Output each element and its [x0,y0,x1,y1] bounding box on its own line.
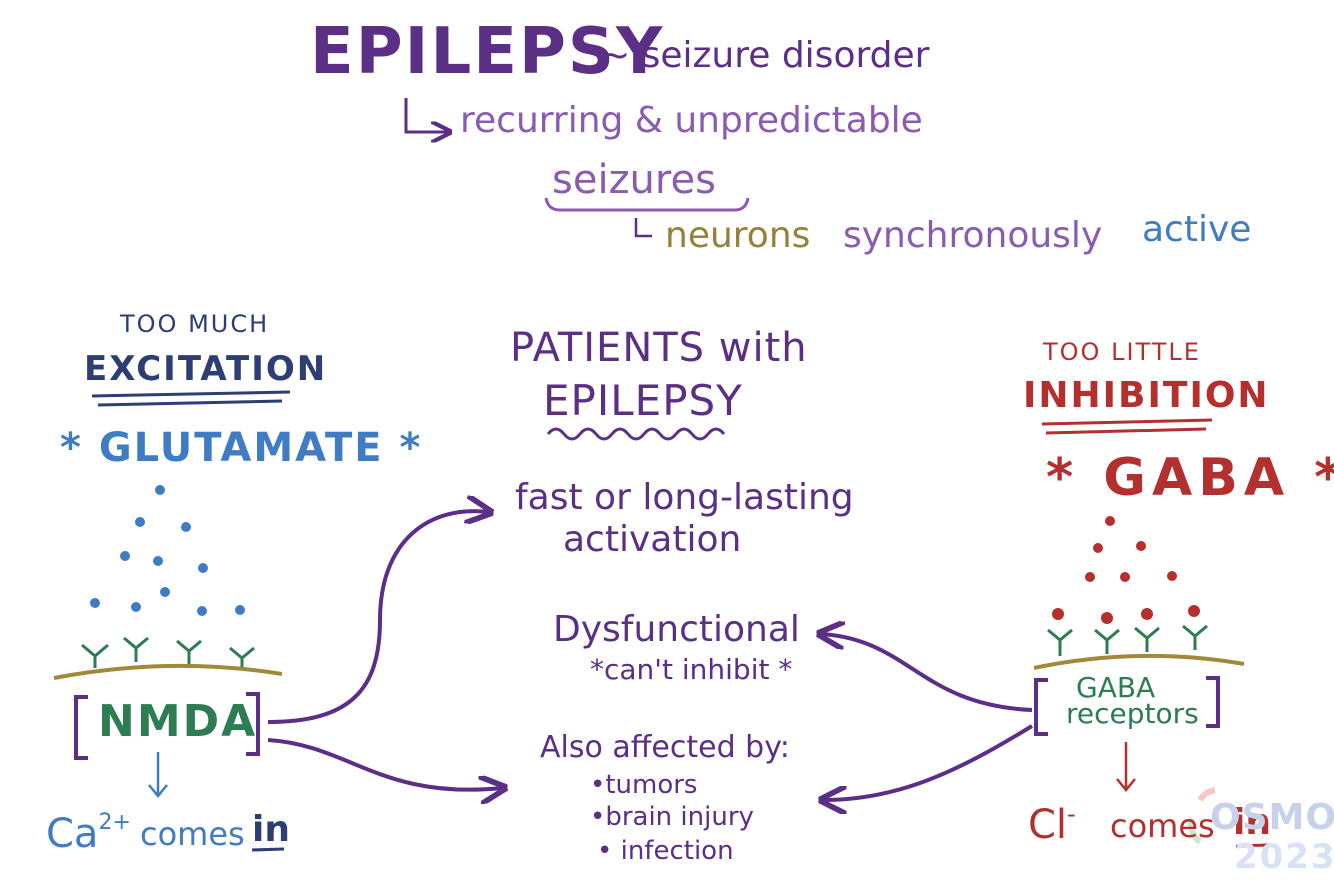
list-item: • infection [597,836,734,866]
gaba-dots [1052,516,1200,624]
recurring-text: recurring & unpredictable [460,100,923,141]
gaba-label: * GABA * [1046,448,1334,508]
active-word: active [1142,209,1252,250]
left-membrane [53,663,283,680]
excitation-underline-2 [97,399,283,407]
calcium-in-text: in [252,809,290,850]
calcium-ion-label: Ca2+ [46,811,131,857]
excitation-heading: EXCITATION [84,349,328,389]
patients-heading-line1: PATIENTS with [510,325,808,371]
patients-squiggle [546,427,726,441]
too-much-label: TOO MUCH [120,310,270,338]
nmda-receptor-label: NMDA [98,696,258,747]
arrow-nmda-to-fast [267,511,488,724]
osmosis-logo-text: OSMOS [1210,797,1334,838]
inhibition-underline-1 [1041,418,1213,426]
recurring-hook-arrow [404,98,448,132]
calcium-charge: 2+ [98,810,131,835]
patients-heading-line2: EPILEPSY [543,376,743,425]
nmda-bracket-left [74,695,88,760]
arrow-gaba-to-also [824,724,1034,800]
list-item: •tumors [590,770,698,800]
calcium-comes-text: comes [140,815,245,853]
nmda-down-arrow [148,752,168,798]
calcium-symbol: Ca [46,811,99,857]
osmosis-logo-mark [1188,787,1216,845]
ca-in-underline [251,847,285,852]
arrow-gaba-to-dysfunctional [822,634,1033,712]
chloride-ion-label: Cl- [1028,802,1076,848]
neurons-word: neurons [665,215,811,256]
gaba-bracket-right [1206,676,1220,728]
chloride-charge: - [1067,800,1076,828]
synchronously-word: synchronously [843,215,1103,256]
fast-activation-line1: fast or long-lasting [515,477,854,518]
dysfunctional-text: Dysfunctional [553,609,800,650]
cl-in-underline [1235,843,1269,848]
glutamate-dots [90,485,245,616]
gaba-down-arrow [1116,742,1136,792]
title-subtitle: ~ seizure disorder [600,35,930,76]
seizures-brace [544,197,750,212]
page-title: EPILEPSY [310,15,665,89]
inhibition-heading: INHIBITION [1023,375,1270,416]
gaba-bracket-left [1034,678,1048,736]
inhibition-underline-2 [1045,427,1207,435]
fast-activation-line2: activation [563,519,742,560]
neurons-hook [634,218,652,238]
also-affected-heading: Also affected by: [540,730,790,765]
too-little-label: TOO LITTLE [1043,338,1201,366]
gaba-receptor-label-line1: GABA [1076,671,1156,704]
osmosis-logo-year: 2023 [1234,837,1334,877]
right-membrane [1033,653,1245,670]
chloride-in-text: in [1233,802,1271,843]
arrow-nmda-to-also [267,738,502,790]
glutamate-label: * GLUTAMATE * [60,425,423,471]
nmda-bracket-right [246,692,260,756]
cant-inhibit-text: *can't inhibit * [590,653,793,686]
gaba-receptor-label-line2: receptors [1066,697,1199,730]
excitation-underline-1 [91,390,291,398]
seizures-text: seizures [552,157,716,203]
list-item: •brain injury [590,802,754,832]
gaba-receptors [1047,624,1208,656]
nmda-receptors [81,636,255,670]
chloride-symbol: Cl [1028,802,1068,848]
chloride-comes-text: comes [1110,807,1215,845]
